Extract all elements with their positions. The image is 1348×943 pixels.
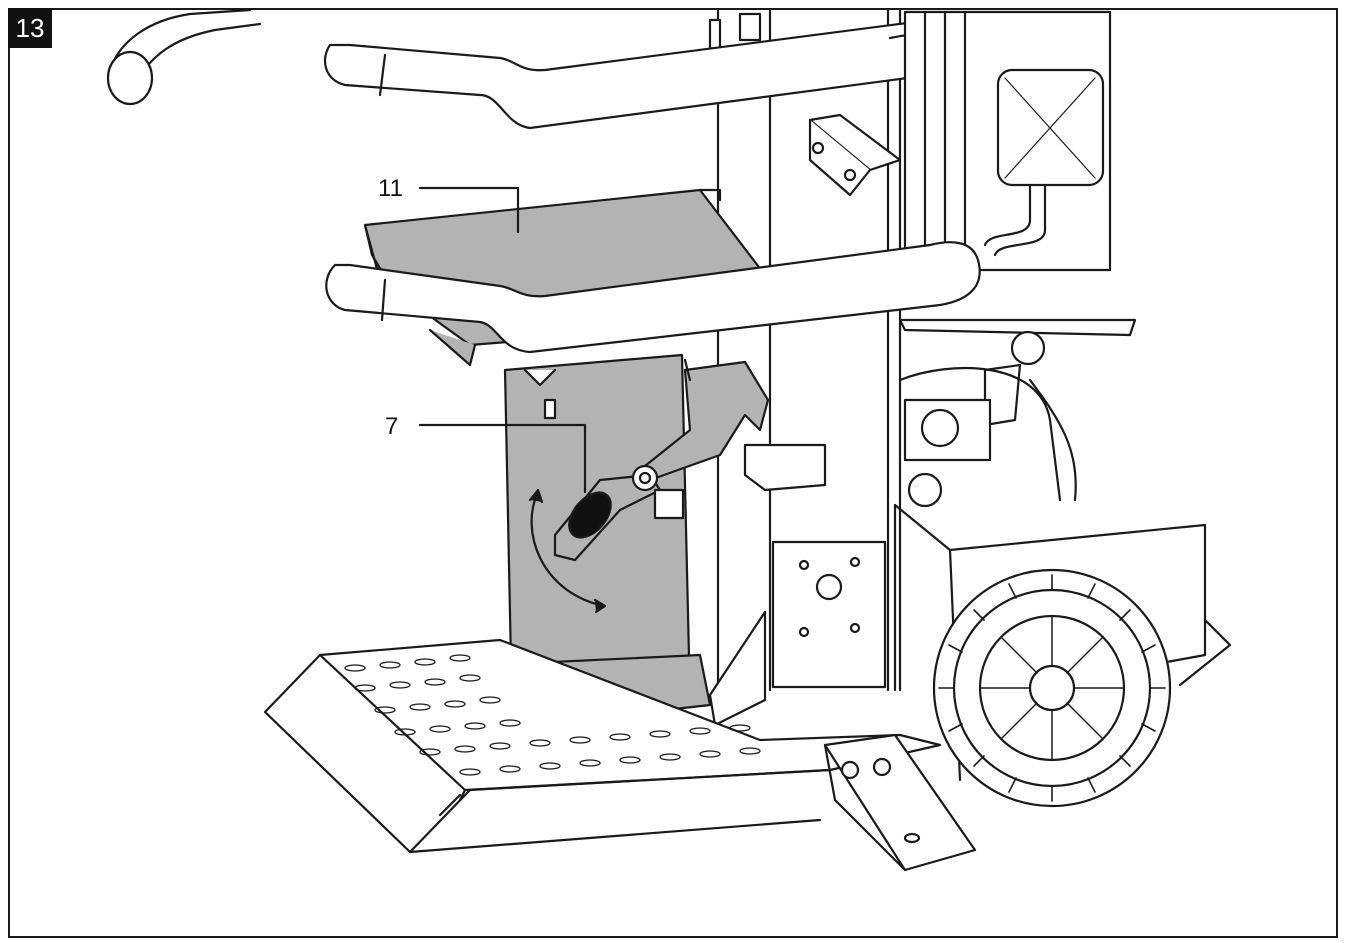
main-column [708, 8, 902, 692]
callout-leaders [418, 186, 587, 494]
column-base-plate [771, 540, 887, 689]
upper-left-handle [106, 8, 262, 106]
handle-bracket [808, 113, 902, 197]
callout-label-11: 11 [378, 175, 403, 202]
lower-handle-bar [325, 241, 981, 354]
electric-motor [903, 10, 1112, 272]
figure-number: 13 [8, 8, 52, 48]
callout-label-7: 7 [385, 413, 398, 440]
control-lever [553, 358, 770, 562]
footplate [263, 638, 942, 854]
wheel [932, 568, 1172, 808]
upper-handle-bar [323, 16, 978, 130]
foot-stand [823, 733, 977, 872]
hydraulic-valve [743, 318, 1137, 508]
